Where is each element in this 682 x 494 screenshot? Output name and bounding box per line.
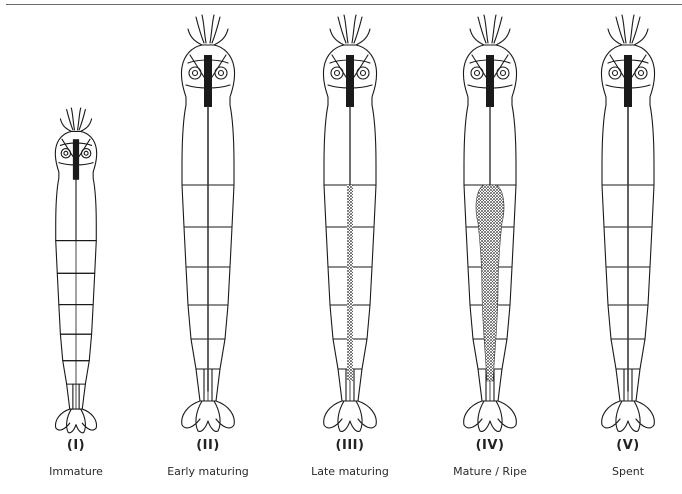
antennule [608, 29, 648, 45]
pupil-left [335, 71, 340, 76]
stage-name: Spent [568, 465, 682, 478]
stage-numeral: (IV) [430, 438, 550, 453]
antennule [470, 29, 510, 45]
stage-name: Mature / Ripe [430, 465, 550, 478]
rostrum-dark [624, 55, 632, 107]
pupil-right [501, 71, 506, 76]
antenna [67, 108, 86, 130]
stage-numeral: (V) [568, 438, 682, 453]
antennule [330, 29, 370, 45]
rostrum-dark [486, 55, 494, 107]
pupil-right [361, 71, 366, 76]
stage-numeral: (I) [16, 438, 136, 453]
gonad [347, 185, 353, 381]
pupil-right [219, 71, 224, 76]
tail-fan [324, 401, 377, 431]
rostrum-dark [204, 55, 212, 107]
shrimp-stage-5 [601, 15, 654, 431]
pupil-right [639, 71, 644, 76]
shrimp-stage-2 [181, 15, 234, 431]
stage-name: Immature [16, 465, 136, 478]
pupil-left [475, 71, 480, 76]
stage-numeral: (II) [148, 438, 268, 453]
pupil-left [64, 151, 68, 155]
stage-numeral: (III) [290, 438, 410, 453]
antennule [188, 29, 228, 45]
shrimp-stage-4 [463, 15, 516, 431]
gonad [476, 185, 504, 381]
tail-fan [464, 401, 517, 431]
stage-name: Early maturing [148, 465, 268, 478]
pupil-left [193, 71, 198, 76]
antennule [60, 119, 91, 131]
rostrum-dark [346, 55, 354, 107]
shrimp-stage-3 [323, 15, 376, 431]
antenna [338, 15, 362, 43]
tail-fan [55, 409, 96, 433]
pupil-left [613, 71, 618, 76]
shrimp-stage-1 [55, 108, 96, 433]
antenna [196, 15, 220, 43]
pupil-right [84, 151, 88, 155]
tail-fan [602, 401, 655, 431]
stage-name: Late maturing [290, 465, 410, 478]
antenna [478, 15, 502, 43]
antenna [616, 15, 640, 43]
tail-fan [182, 401, 235, 431]
rostrum-dark [73, 139, 79, 180]
